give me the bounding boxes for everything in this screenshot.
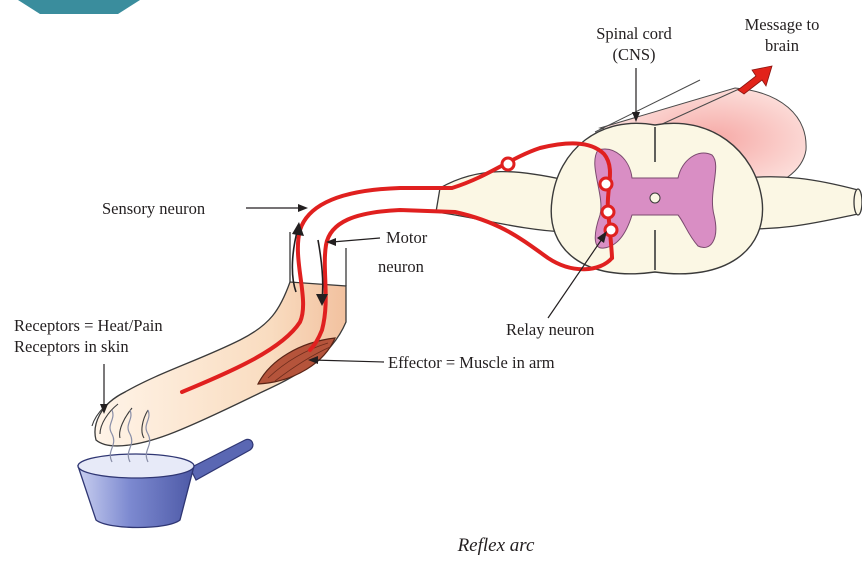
receptors-label: Receptors = Heat/Pain [14,316,163,335]
relay-synapse-3 [605,224,617,236]
receptors-in-skin-label: Receptors in skin [14,337,129,356]
left-nerve-root [436,172,565,232]
sensory-neuron-label: Sensory neuron [102,199,205,218]
motor-label: Motor [386,228,428,247]
figure-caption: Reflex arc [457,535,535,556]
motor-neuron-leader [332,238,380,242]
brain-label: brain [765,36,799,55]
effector-leader [312,360,384,362]
relay-neuron-label: Relay neuron [506,320,594,339]
corner-tab [18,0,140,14]
effector-label: Effector = Muscle in arm [388,353,555,372]
dorsal-root-ganglion [502,158,514,170]
central-canal [650,193,660,203]
relay-synapse-2 [602,206,614,218]
message-to-label: Message to [745,15,820,34]
message-to-brain-arrow [738,66,772,94]
spinal-cord-label: Spinal cord [596,24,672,43]
pan-handle [190,439,253,480]
cns-label: (CNS) [612,45,655,64]
sensory-neuron-leader-head [298,204,308,212]
nerve-root-end [854,189,862,215]
pan-rim [78,454,194,478]
neuron-label: neuron [378,257,424,276]
relay-synapse-1 [600,178,612,190]
